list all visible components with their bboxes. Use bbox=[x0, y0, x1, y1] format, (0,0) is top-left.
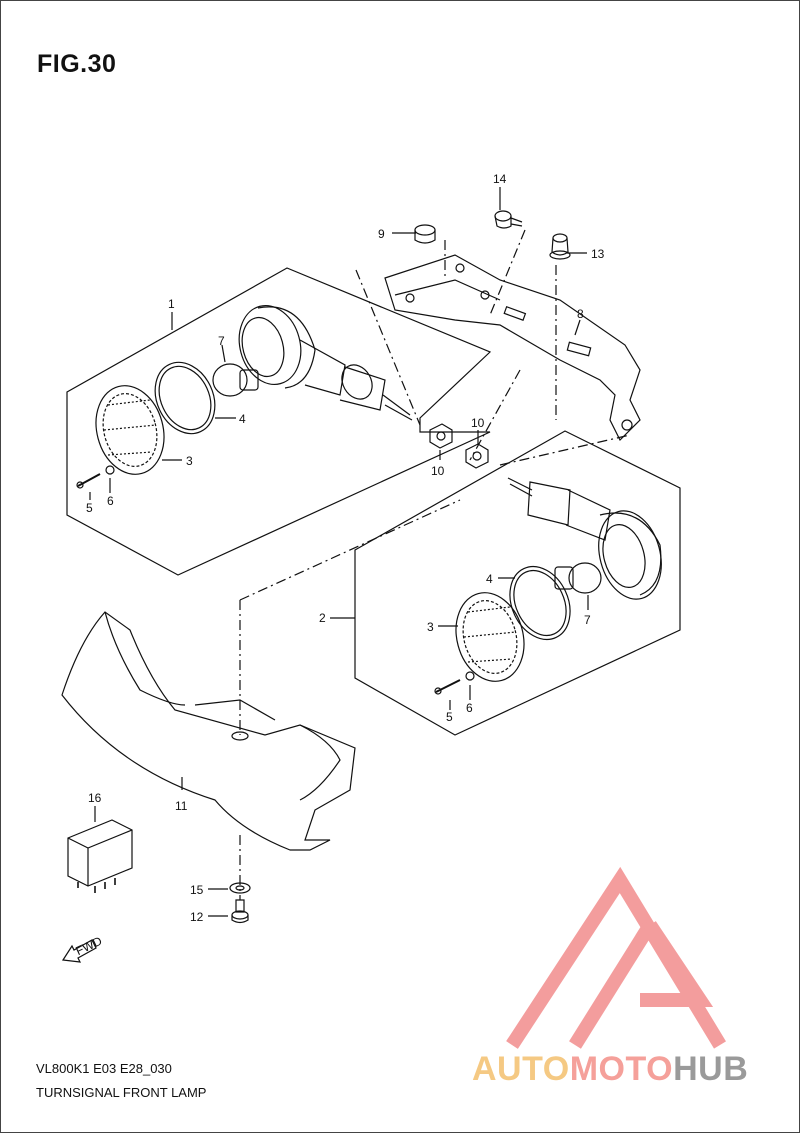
watermark-auto: AUTO bbox=[472, 1050, 570, 1088]
callout-7-left: 7 bbox=[218, 334, 225, 348]
collar bbox=[414, 224, 436, 244]
fwd-arrow: FWD bbox=[61, 934, 104, 963]
callout-3-left: 3 bbox=[186, 454, 193, 468]
callout-4-left: 4 bbox=[239, 412, 246, 426]
right-bulb bbox=[554, 562, 602, 594]
right-washer bbox=[465, 671, 475, 681]
callout-10-left: 10 bbox=[431, 464, 445, 478]
bolt-14 bbox=[494, 210, 523, 229]
right-assembly-frame bbox=[354, 430, 681, 736]
bolt-12 bbox=[231, 899, 249, 924]
nut-left bbox=[429, 423, 453, 449]
right-gasket bbox=[509, 565, 571, 641]
figure-code: VL800K1 E03 E28_030 bbox=[36, 1061, 172, 1076]
callout-13: 13 bbox=[591, 247, 605, 261]
callout-16: 16 bbox=[88, 791, 102, 805]
center-line-14 bbox=[489, 229, 526, 316]
callout-6-left: 6 bbox=[107, 494, 114, 508]
left-screw bbox=[77, 473, 101, 487]
callout-9: 9 bbox=[378, 227, 385, 241]
callout-15: 15 bbox=[190, 883, 204, 897]
callout-11: 11 bbox=[175, 799, 188, 813]
center-line-cover-2 bbox=[239, 499, 461, 601]
left-gasket bbox=[154, 361, 216, 435]
watermark-hub: HUB bbox=[673, 1050, 749, 1088]
right-screw bbox=[435, 679, 461, 693]
watermark-logo bbox=[506, 866, 726, 1049]
callout-8: 8 bbox=[577, 307, 584, 321]
right-lens bbox=[455, 592, 525, 682]
callout-2: 2 bbox=[319, 611, 326, 625]
right-lamp-housing bbox=[507, 477, 662, 600]
callout-5-left: 5 bbox=[86, 501, 93, 515]
left-assembly-frame bbox=[66, 267, 492, 576]
grommet-13 bbox=[549, 233, 571, 260]
callout-1: 1 bbox=[168, 297, 175, 311]
fwd-label: FWD bbox=[73, 934, 104, 958]
relay-16 bbox=[67, 819, 133, 893]
left-washer bbox=[105, 465, 115, 475]
headlight-cover bbox=[61, 611, 356, 851]
callout-14: 14 bbox=[493, 172, 507, 186]
mounting-bracket bbox=[384, 254, 641, 442]
callout-5-right: 5 bbox=[446, 710, 453, 724]
callout-10-right: 10 bbox=[471, 416, 485, 430]
watermark-text: AUTOMOTOHUB bbox=[472, 1050, 748, 1089]
center-line-right bbox=[469, 369, 521, 461]
left-lens bbox=[95, 385, 165, 475]
watermark-moto: MOTO bbox=[569, 1050, 674, 1088]
callout-6-right: 6 bbox=[466, 701, 473, 715]
figure-title: FIG.30 bbox=[37, 50, 117, 78]
callout-12: 12 bbox=[190, 910, 204, 924]
center-line-left bbox=[355, 269, 421, 426]
left-bulb bbox=[212, 363, 259, 397]
washer-15 bbox=[229, 882, 251, 894]
figure-caption: TURNSIGNAL FRONT LAMP bbox=[36, 1085, 207, 1100]
center-line-bracket bbox=[499, 434, 631, 466]
callout-7-right: 7 bbox=[584, 613, 591, 627]
callout-3-right: 3 bbox=[427, 620, 434, 634]
callout-4-right: 4 bbox=[486, 572, 493, 586]
left-lamp-housing bbox=[238, 304, 413, 421]
